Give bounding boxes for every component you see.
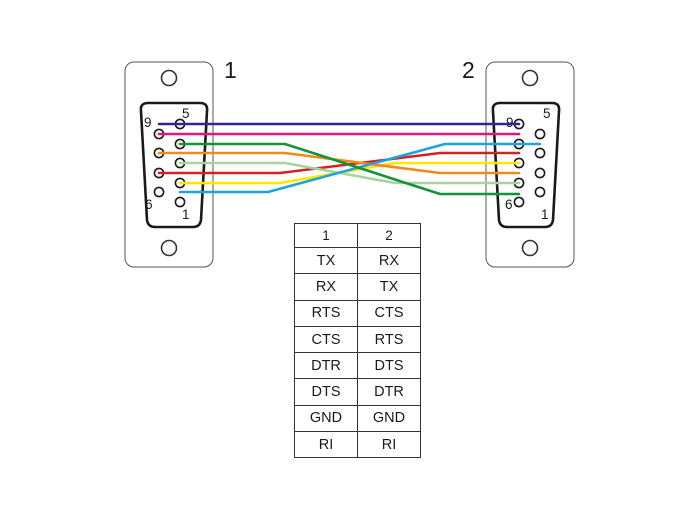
connector-2-pin-1 <box>513 196 525 208</box>
connector-2-pin-7 <box>534 167 546 179</box>
connector-1-bottom-screw-hole <box>160 239 178 257</box>
connector-2-bottom-screw-hole <box>521 239 539 257</box>
wire-green <box>178 142 521 196</box>
table-header-row: 1 2 <box>294 223 421 248</box>
table-cell: RX <box>357 246 421 275</box>
connector-2-top-screw-hole <box>521 69 539 87</box>
table-cell: CTS <box>294 325 358 354</box>
table-cell: CTS <box>357 299 421 327</box>
table-cell: DTR <box>357 378 421 406</box>
table-cell: DTR <box>294 352 358 380</box>
connector-2-pin-6-label: 6 <box>505 197 513 212</box>
table-cell: TX <box>294 246 358 275</box>
table-row: CTS RTS <box>294 325 421 354</box>
connector-1-pin-1-label: 1 <box>182 207 190 222</box>
table-cell: DTS <box>294 378 358 406</box>
table-row: TX RX <box>294 246 421 275</box>
connector-2-pin-6 <box>534 186 546 198</box>
connector-2-d-sub-face <box>491 101 561 229</box>
connector-1-pin-9-label: 9 <box>144 115 152 130</box>
connector-1-pin-5-label: 5 <box>182 106 190 121</box>
table-row: DTR DTS <box>294 352 421 380</box>
connector-1-pin-1 <box>174 196 186 208</box>
table-cell: DTS <box>357 352 421 380</box>
connector-2-pin-5-label: 5 <box>543 106 551 121</box>
connector-2-pin-8 <box>534 147 546 159</box>
table-header-connector-1: 1 <box>294 223 358 248</box>
table-row: GND GND <box>294 404 421 433</box>
connector-2-label: 2 <box>462 57 475 83</box>
connector-1-top-screw-hole <box>160 69 178 87</box>
table-cell: RI <box>294 431 358 459</box>
wires <box>157 122 542 196</box>
table-row: RX TX <box>294 273 421 301</box>
table-cell: RI <box>357 431 421 459</box>
connector-2-pin-9 <box>534 128 546 140</box>
table-cell: RTS <box>357 325 421 354</box>
pin-assignment-table: 1 2 TX RX RX TX RTS CTS CTS RTS DTR DTS … <box>294 223 421 459</box>
table-cell: TX <box>357 273 421 301</box>
connector-2-pin-1-label: 1 <box>541 207 549 222</box>
wire-orange <box>157 151 521 175</box>
table-row: RTS CTS <box>294 299 421 327</box>
table-cell: GND <box>294 404 358 433</box>
table-row: DTS DTR <box>294 378 421 406</box>
table-cell: RTS <box>294 299 358 327</box>
connector-1-pin-6 <box>153 186 165 198</box>
table-header-connector-2: 2 <box>357 223 421 248</box>
table-row: RI RI <box>294 431 421 459</box>
table-cell: GND <box>357 404 421 433</box>
connector-2-pins <box>513 118 546 208</box>
connector-2-pin-9-label: 9 <box>506 115 514 130</box>
table-cell: RX <box>294 273 358 301</box>
connector-1-pin-6-label: 6 <box>145 197 153 212</box>
connector-1-label: 1 <box>224 57 237 83</box>
